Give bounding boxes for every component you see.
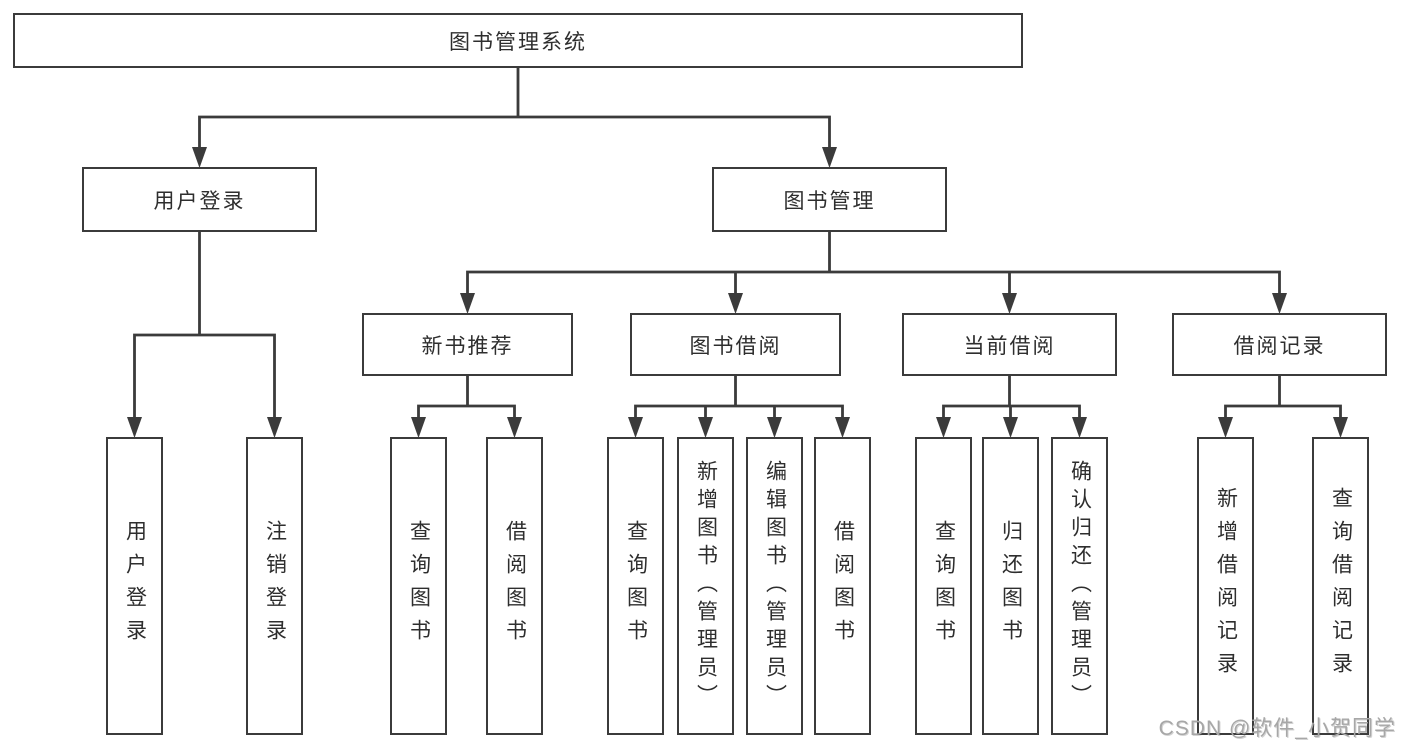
edge-current-borrow [936,376,1087,438]
arrowhead-icon [1218,417,1233,438]
arrowhead-icon [460,293,475,314]
edge-user-login-lines [133,232,276,419]
edge-root [192,68,837,168]
node-newrec-query: 查询图书 [390,437,447,735]
edge-current-borrow-lines [942,376,1081,419]
arrowhead-icon [1002,293,1017,314]
node-book-borrow-label: 图书借阅 [689,334,782,358]
node-bb-borrow: 借阅图书 [814,437,871,735]
edge-borrow-records-lines [1224,376,1342,419]
node-cb-query: 查询图书 [915,437,972,735]
node-br-query-label: 查询借阅记录 [1329,487,1353,685]
edge-new-rec [411,376,522,438]
arrowhead-icon [1072,417,1087,438]
node-user-login: 用户登录 [82,167,317,232]
node-cb-confirm: 确认归还（管理员） [1051,437,1108,735]
node-cb-query-label: 查询图书 [932,520,956,652]
arrowhead-icon [767,417,782,438]
node-cb-return-label: 归还图书 [999,520,1023,652]
node-newrec-borrow: 借阅图书 [486,437,543,735]
edge-book-mgmt-lines [466,232,1281,295]
edge-book-borrow-lines [634,376,844,419]
edge-user-login [127,232,282,438]
node-new-rec: 新书推荐 [362,313,573,376]
arrowhead-icon [1333,417,1348,438]
node-bb-edit-label: 编辑图书（管理员） [763,460,787,712]
node-root: 图书管理系统 [13,13,1023,68]
arrowhead-icon [1003,417,1018,438]
node-logout-op-label: 注销登录 [263,520,287,652]
node-br-query: 查询借阅记录 [1312,437,1369,735]
node-bb-query-label: 查询图书 [624,520,648,652]
node-login-op: 用户登录 [106,437,163,735]
arrowhead-icon [507,417,522,438]
edge-root-lines [198,68,831,149]
node-logout-op: 注销登录 [246,437,303,735]
node-newrec-borrow-label: 借阅图书 [503,520,527,652]
node-br-add-label: 新增借阅记录 [1214,487,1238,685]
edge-book-mgmt [460,232,1287,314]
arrowhead-icon [822,147,837,168]
node-borrow-records: 借阅记录 [1172,313,1387,376]
arrowhead-icon [192,147,207,168]
node-current-borrow-label: 当前借阅 [963,334,1056,358]
arrowhead-icon [127,417,142,438]
edge-borrow-records [1218,376,1348,438]
node-root-label: 图书管理系统 [449,30,587,54]
node-login-op-label: 用户登录 [123,520,147,652]
node-cb-return: 归还图书 [982,437,1039,735]
node-newrec-query-label: 查询图书 [407,520,431,652]
node-new-rec-label: 新书推荐 [421,334,514,358]
edge-new-rec-lines [417,376,516,419]
node-current-borrow: 当前借阅 [902,313,1117,376]
arrowhead-icon [698,417,713,438]
node-bb-add: 新增图书（管理员） [677,437,734,735]
node-bb-query: 查询图书 [607,437,664,735]
arrowhead-icon [267,417,282,438]
node-bb-borrow-label: 借阅图书 [831,520,855,652]
node-br-add: 新增借阅记录 [1197,437,1254,735]
arrowhead-icon [628,417,643,438]
node-bb-edit: 编辑图书（管理员） [746,437,803,735]
node-book-borrow: 图书借阅 [630,313,841,376]
node-cb-confirm-label: 确认归还（管理员） [1068,460,1092,712]
node-borrow-records-label: 借阅记录 [1233,334,1326,358]
arrowhead-icon [835,417,850,438]
node-book-mgmt: 图书管理 [712,167,947,232]
node-book-mgmt-label: 图书管理 [783,189,876,213]
arrowhead-icon [1272,293,1287,314]
node-bb-add-label: 新增图书（管理员） [694,460,718,712]
arrowhead-icon [411,417,426,438]
edge-book-borrow [628,376,850,438]
node-user-login-label: 用户登录 [153,189,246,213]
arrowhead-icon [728,293,743,314]
arrowhead-icon [936,417,951,438]
watermark: CSDN @软件_小贺同学 [1158,717,1396,740]
